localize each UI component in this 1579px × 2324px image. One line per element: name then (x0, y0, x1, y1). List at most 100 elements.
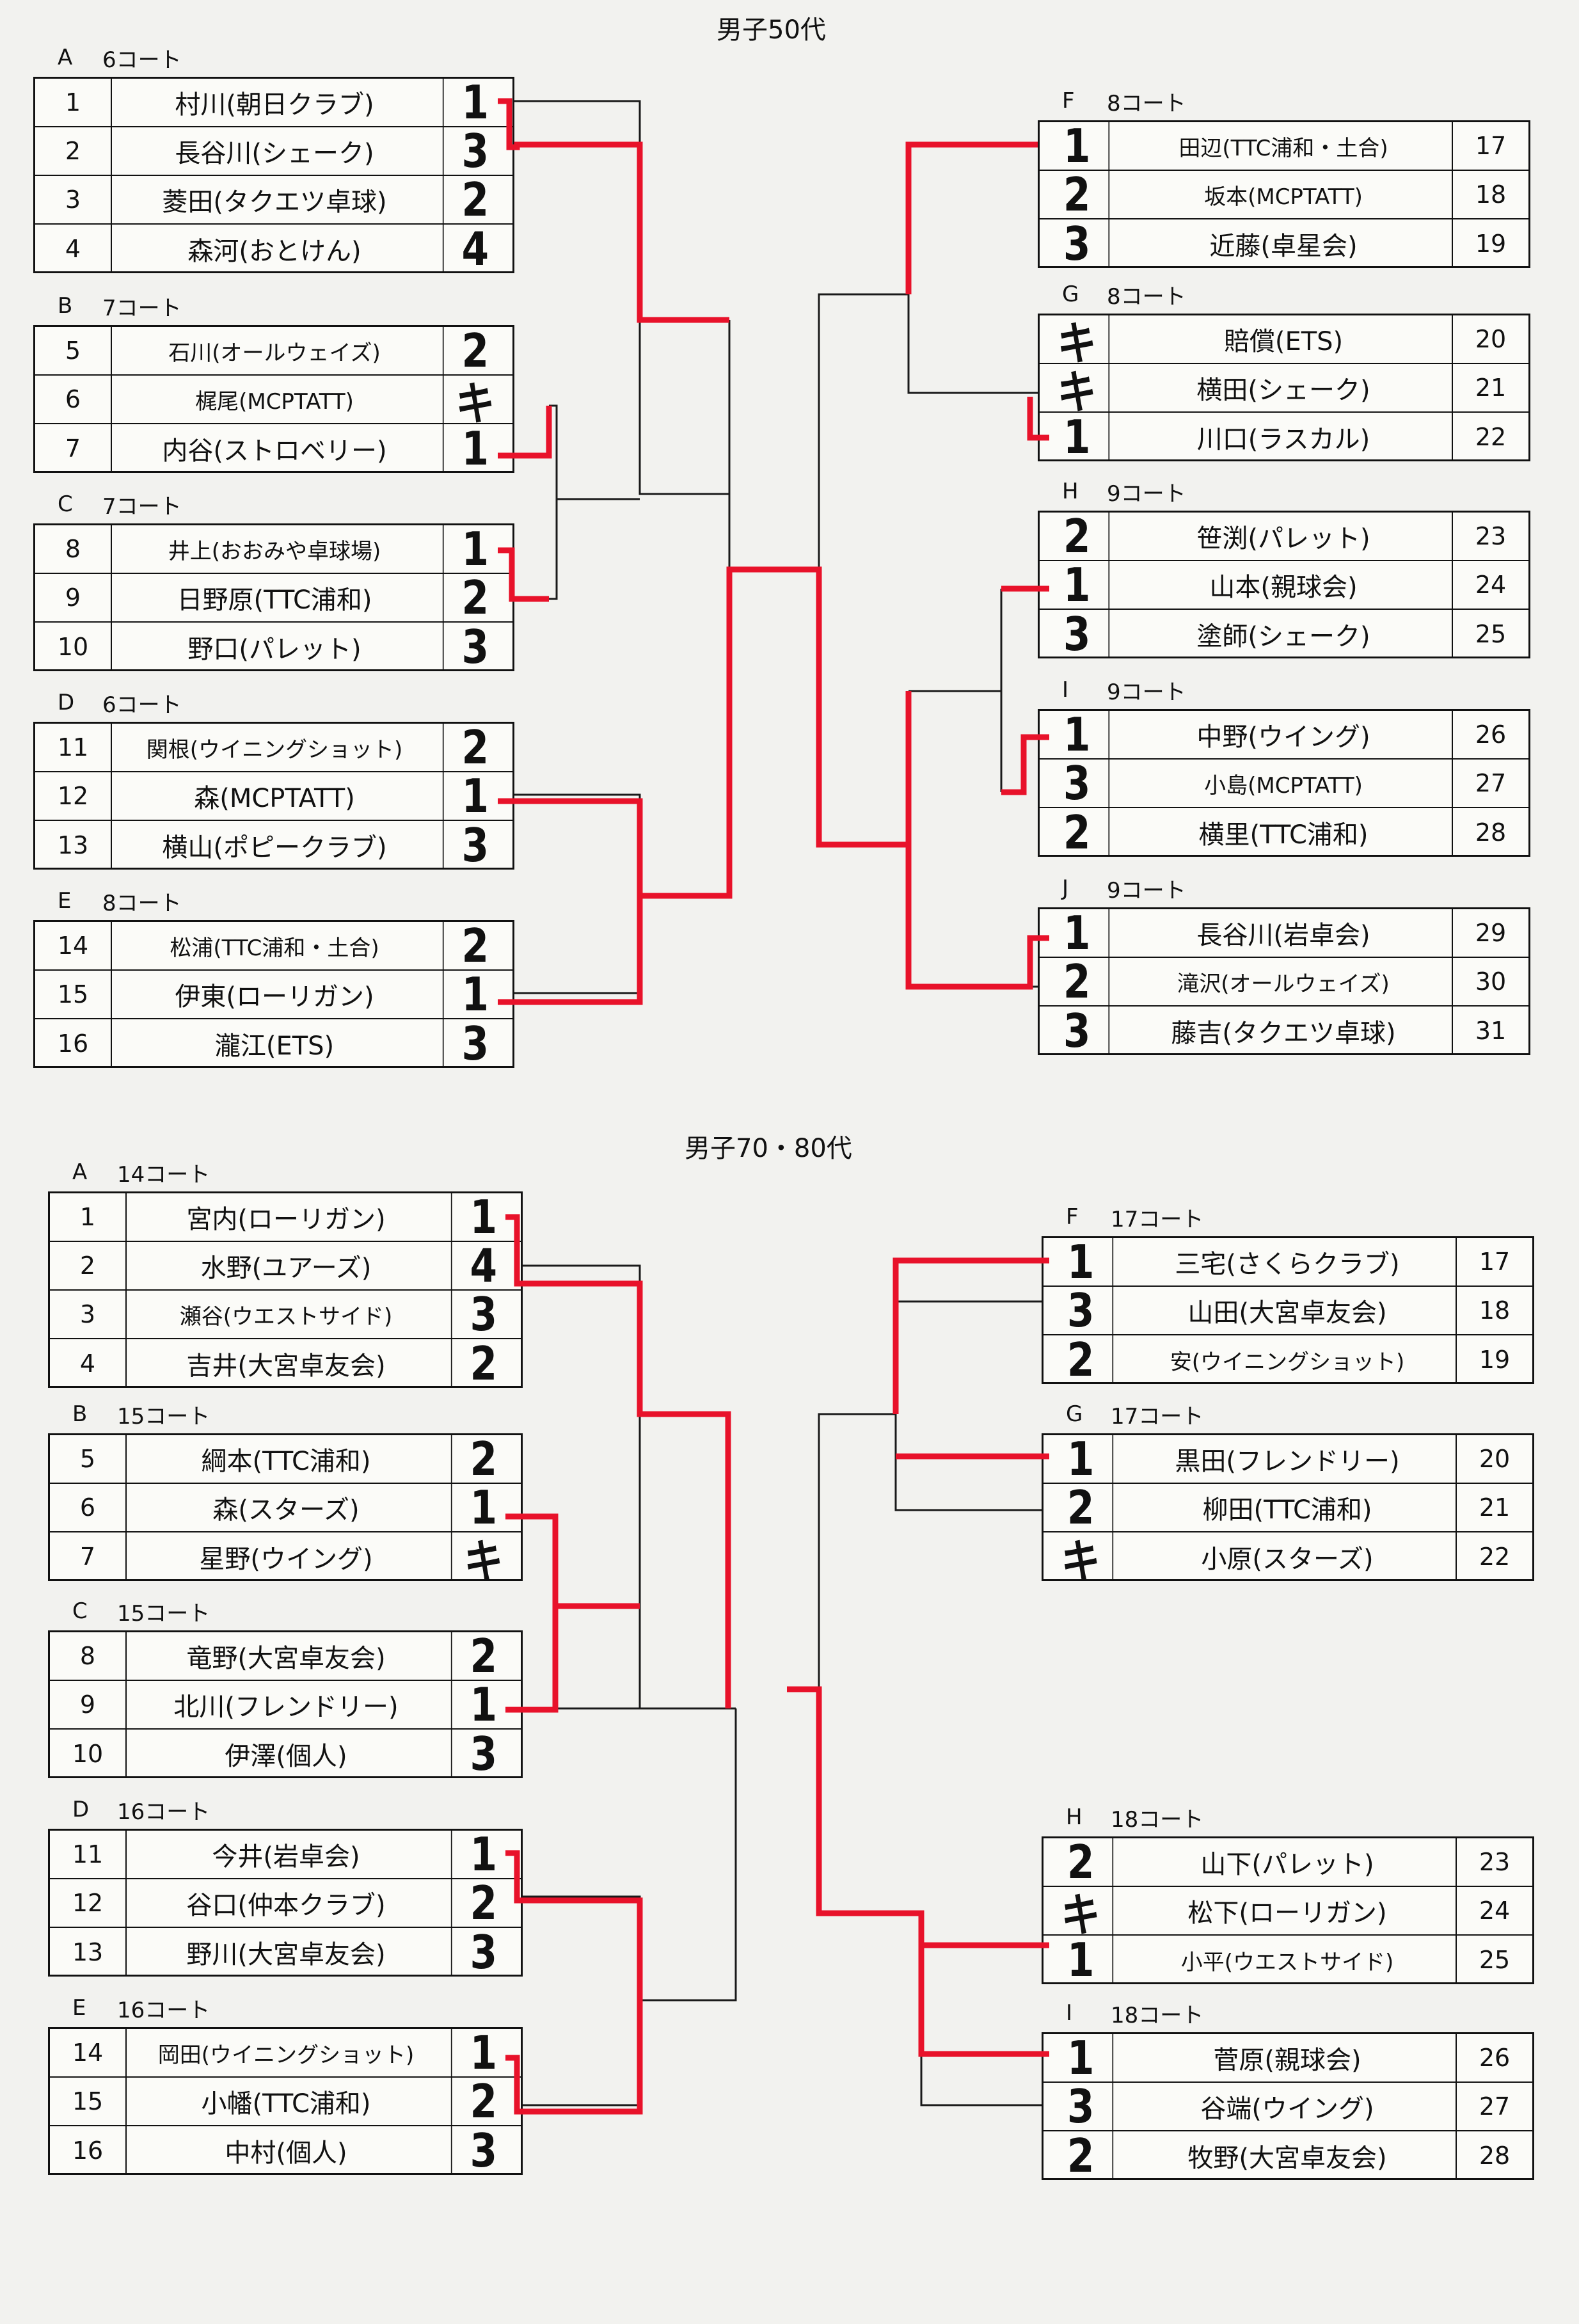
seed-number: 21 (1452, 364, 1528, 411)
match-result: 2 (1045, 168, 1110, 221)
bracket-line-winner (498, 98, 729, 323)
player-name: 日野原(TTC浦和) (177, 585, 372, 615)
court-label: 16コート (117, 1799, 210, 1825)
match-result: 3 (1049, 1284, 1114, 1337)
seed-number: 16 (35, 1019, 112, 1068)
group-letter: H (1066, 1804, 1083, 1830)
match-result: 1 (442, 422, 507, 475)
seed-number: 15 (35, 971, 112, 1018)
match-result: 2 (450, 1629, 515, 1683)
seed-number: 3 (50, 1291, 127, 1338)
seed-number: 4 (35, 225, 112, 273)
seed-number: 12 (35, 772, 112, 820)
player-name: 梶尾(MCPTATT) (195, 388, 354, 415)
bracket-line (514, 100, 729, 495)
seed-number: 27 (1456, 2083, 1532, 2130)
match-result: 1 (1049, 1432, 1114, 1486)
seed-number: 11 (50, 1831, 127, 1878)
player-row: キ横田(シェーク)21 (1040, 364, 1528, 419)
player-name: 中野(ウイング) (1196, 722, 1370, 752)
player-name: 今井(岩卓会) (212, 1842, 360, 1872)
seed-number: 14 (50, 2029, 127, 2076)
seed-number: 18 (1456, 1287, 1532, 1334)
court-label: 15コート (117, 1600, 210, 1627)
match-result: 3 (450, 1287, 515, 1341)
player-name: 森河(おとけん) (187, 237, 361, 266)
seed-number: 13 (35, 821, 112, 870)
match-result: 2 (1045, 955, 1110, 1008)
player-name: 横田(シェーク) (1196, 376, 1370, 405)
player-row: キ賠償(ETS)20 (1040, 315, 1528, 370)
bracket-line-winner (505, 2000, 643, 2115)
seed-number: 22 (1456, 1532, 1532, 1581)
seed-number: 8 (35, 525, 112, 573)
court-label: 9コート (1107, 679, 1186, 705)
player-name: 菅原(親球会) (1213, 2046, 1361, 2075)
match-result: 1 (1045, 119, 1110, 173)
seed-number: 20 (1456, 1435, 1532, 1483)
court-label: 18コート (1111, 2002, 1204, 2028)
match-result: 1 (1045, 558, 1110, 612)
seed-number: 2 (35, 127, 112, 175)
seed-number: 2 (50, 1242, 127, 1289)
bracket-line-winner (505, 1603, 640, 1713)
player-name: 安(ウイニングショット) (1170, 1349, 1405, 1375)
seed-number: 6 (50, 1484, 127, 1531)
match-result: 1 (450, 1678, 515, 1731)
group-letter: E (72, 1995, 86, 2021)
match-result: 1 (450, 1481, 515, 1534)
player-name: 北川(フレンドリー) (173, 1692, 399, 1722)
player-name: 瀧江(ETS) (214, 1031, 335, 1061)
group-letter: B (72, 1401, 88, 1427)
match-result: 1 (442, 76, 507, 129)
group-letter: D (58, 690, 75, 715)
match-result: 2 (442, 919, 507, 973)
player-name: 瀬谷(ウエストサイド) (179, 1303, 393, 1330)
court-label: 6コート (102, 47, 182, 73)
player-name: 内谷(ストロベリー) (162, 436, 387, 466)
player-row: 3 瀬谷(ウエストサイド) 3 (50, 1287, 521, 1341)
player-name: 中村(個人) (225, 2138, 347, 2168)
seed-number: 12 (50, 1879, 127, 1927)
match-result: 3 (442, 818, 507, 872)
seed-number: 21 (1456, 1484, 1532, 1531)
match-result: 1 (1049, 1933, 1114, 1987)
match-result: 3 (1045, 217, 1110, 271)
player-name: 近藤(卓星会) (1209, 232, 1358, 261)
section-title: 男子70・80代 (685, 1134, 852, 1163)
player-name: 横里(TTC浦和) (1198, 820, 1369, 850)
match-result: 2 (450, 1337, 515, 1390)
match-result: 2 (450, 1876, 515, 1930)
player-name: 菱田(タクエツ卓球) (162, 187, 387, 217)
player-name: 山田(大宮卓友会) (1187, 1298, 1387, 1328)
seed-number: 28 (1456, 2131, 1532, 2180)
player-name: 伊澤(個人) (225, 1742, 347, 1771)
player-name: 柳田(TTC浦和) (1202, 1495, 1372, 1525)
group-letter: B (58, 293, 73, 319)
group-letter: J (1062, 875, 1069, 901)
